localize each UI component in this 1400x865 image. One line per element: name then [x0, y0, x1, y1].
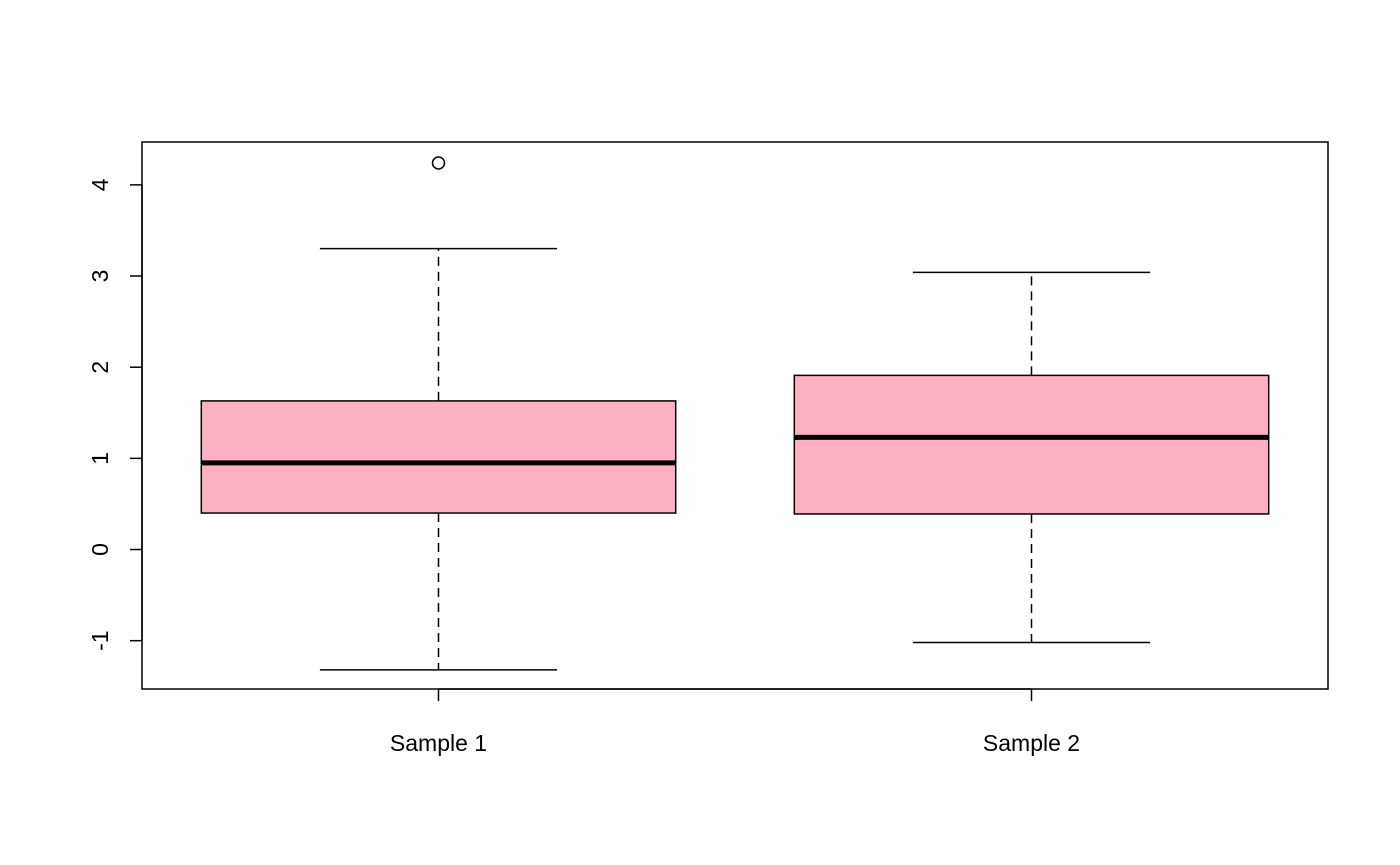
box-group [200, 156, 677, 671]
y-tick-label: 4 [87, 178, 113, 191]
outlier-point [431, 156, 446, 170]
box-group [793, 271, 1270, 644]
y-tick-label: 0 [87, 543, 113, 556]
y-tick-label: 1 [87, 452, 113, 465]
y-axis-ticks: -1 0 1 2 3 4 [87, 178, 142, 651]
x-axis-ticks: Sample 1 Sample 2 [390, 689, 1080, 756]
iqr-box [793, 374, 1270, 515]
x-tick-label: Sample 2 [983, 730, 1080, 756]
y-tick-label: 2 [87, 361, 113, 374]
boxes-layer [200, 156, 1270, 671]
x-tick-label: Sample 1 [390, 730, 487, 756]
y-tick-label: -1 [87, 630, 113, 650]
y-tick-label: 3 [87, 270, 113, 283]
iqr-box [200, 400, 677, 514]
